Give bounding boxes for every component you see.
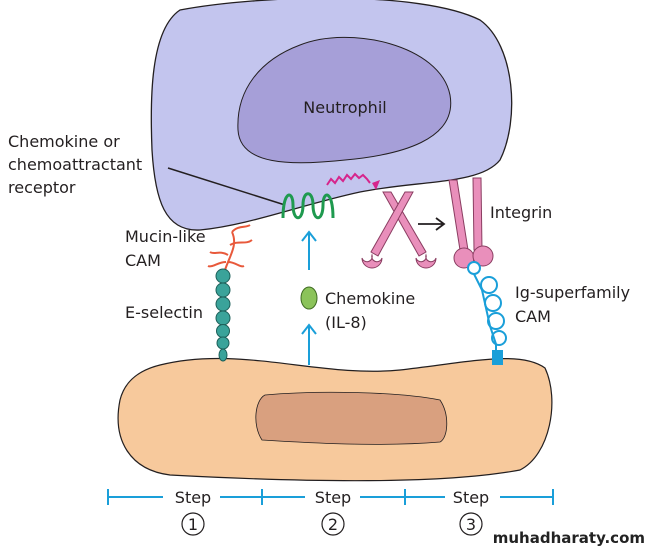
step-1: Step 1 xyxy=(175,488,211,536)
neutrophil-label: Neutrophil xyxy=(303,98,386,117)
svg-text:CAM: CAM xyxy=(125,251,161,270)
signal-arrowhead xyxy=(372,180,380,190)
integrin-inactive xyxy=(361,191,437,269)
svg-text:Step: Step xyxy=(315,488,351,507)
svg-text:receptor: receptor xyxy=(8,178,76,197)
svg-text:3: 3 xyxy=(466,515,476,534)
integrin-label: Integrin xyxy=(490,203,552,222)
chemokine-receptor xyxy=(281,192,335,220)
chemokine-label: Chemokine (IL-8) xyxy=(325,289,415,332)
integrin-active xyxy=(448,177,494,269)
endothelial-nucleus xyxy=(255,391,448,445)
svg-text:Ig-superfamily: Ig-superfamily xyxy=(515,283,630,302)
svg-text:Mucin-like: Mucin-like xyxy=(125,227,206,246)
step-2: Step 2 xyxy=(315,488,351,536)
mucin-like-cam xyxy=(207,224,253,271)
e-selectin-label: E-selectin xyxy=(125,303,203,322)
svg-text:Step: Step xyxy=(175,488,211,507)
svg-text:Chemokine: Chemokine xyxy=(325,289,415,308)
svg-text:1: 1 xyxy=(188,515,198,534)
ig-superfamily-label: Ig-superfamily CAM xyxy=(515,283,630,326)
ig-superfamily-cam xyxy=(467,261,507,365)
svg-text:Step: Step xyxy=(453,488,489,507)
mucin-label: Mucin-like CAM xyxy=(125,227,206,270)
svg-text:chemoattractant: chemoattractant xyxy=(8,155,142,174)
svg-text:2: 2 xyxy=(328,515,338,534)
receptor-pointer xyxy=(167,167,286,206)
svg-text:(IL-8): (IL-8) xyxy=(325,313,367,332)
chemokine-arrows xyxy=(301,230,317,365)
svg-text:Chemokine or: Chemokine or xyxy=(8,132,120,151)
neutrophil-nucleus xyxy=(237,36,452,164)
transition-arrow xyxy=(418,217,446,231)
step-timeline xyxy=(107,489,554,505)
receptor-label: Chemokine or chemoattractant receptor xyxy=(8,132,142,197)
chemokine-molecule xyxy=(300,286,318,310)
e-selectin xyxy=(215,268,231,362)
signal-arrow xyxy=(326,172,371,186)
watermark: muhadharaty.com xyxy=(493,529,645,547)
svg-text:CAM: CAM xyxy=(515,307,551,326)
step-3: Step 3 xyxy=(453,488,489,536)
